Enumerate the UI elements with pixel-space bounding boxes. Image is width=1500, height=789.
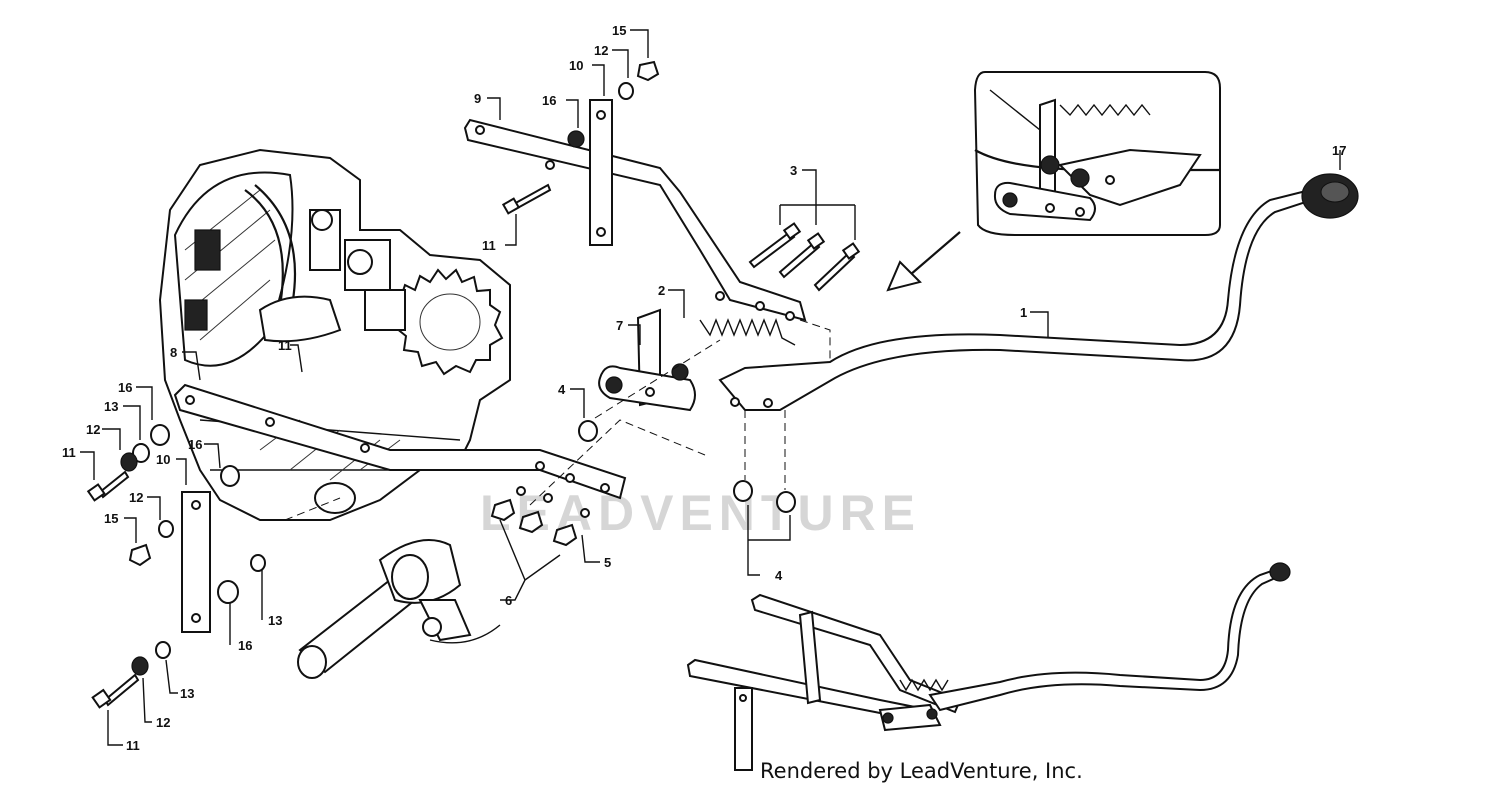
part-1-shift-lever xyxy=(718,188,1314,411)
callout-4-mid: 4 xyxy=(558,382,566,397)
callout-12-lowest: 12 xyxy=(156,715,170,730)
part-8-cross-bar xyxy=(173,383,627,500)
callout-4-bottom: 4 xyxy=(775,568,783,583)
middle-hardware xyxy=(490,420,796,547)
callout-10-bottom: 10 xyxy=(156,452,170,467)
part-7-pivot-bracket xyxy=(598,308,696,412)
callout-2: 2 xyxy=(658,283,665,298)
callout-11-left: 11 xyxy=(62,445,76,460)
inset-detail-view xyxy=(886,71,1221,292)
callout-15-bottom: 15 xyxy=(104,511,118,526)
part-10-link-plate-top xyxy=(589,99,613,246)
callout-12-top: 12 xyxy=(594,43,608,58)
callout-3: 3 xyxy=(790,163,797,178)
callout-13-left: 13 xyxy=(104,399,118,414)
part-16-nut-top xyxy=(567,130,585,148)
part-17-lever-knob xyxy=(1301,173,1359,219)
callout-labels: 15 12 10 16 9 11 3 17 2 7 1 8 11 16 4 13… xyxy=(62,23,1346,753)
part-10-link-plate-bottom xyxy=(181,491,211,633)
callout-13-bottom: 13 xyxy=(180,686,194,701)
assembled-view xyxy=(686,562,1291,771)
lower-left-hardware xyxy=(86,424,266,709)
callout-16-bottom: 16 xyxy=(238,638,252,653)
callout-12-left: 12 xyxy=(86,422,100,437)
part-11-bolt-top xyxy=(501,183,552,215)
callout-16-top: 16 xyxy=(542,93,556,108)
callout-11-lowest: 11 xyxy=(126,738,140,753)
callout-16-mid: 16 xyxy=(188,437,202,452)
assembly-guide-lines xyxy=(284,319,831,521)
callout-11-top: 11 xyxy=(482,238,496,253)
callout-12-bottom: 12 xyxy=(129,490,143,505)
callout-6: 6 xyxy=(505,593,512,608)
part-12-15-washer-nut-top xyxy=(618,60,660,100)
part-2-spring xyxy=(699,317,796,346)
callout-5: 5 xyxy=(604,555,611,570)
callout-7: 7 xyxy=(616,318,623,333)
watermark: LEADVENTURE xyxy=(480,485,921,541)
callout-leaders xyxy=(80,29,1341,746)
callout-13-mid: 13 xyxy=(268,613,282,628)
part-3-bolts xyxy=(748,222,861,292)
part-9-upper-bar xyxy=(463,118,807,322)
callout-10-top: 10 xyxy=(569,58,583,73)
callout-17: 17 xyxy=(1332,143,1346,158)
callout-11-mid: 11 xyxy=(278,338,292,353)
callout-1: 1 xyxy=(1020,305,1027,320)
callout-8: 8 xyxy=(170,345,177,360)
callout-9: 9 xyxy=(474,91,481,106)
footer-credit: Rendered by LeadVenture, Inc. xyxy=(760,759,1083,783)
callout-16-left: 16 xyxy=(118,380,132,395)
callout-15-top: 15 xyxy=(612,23,626,38)
